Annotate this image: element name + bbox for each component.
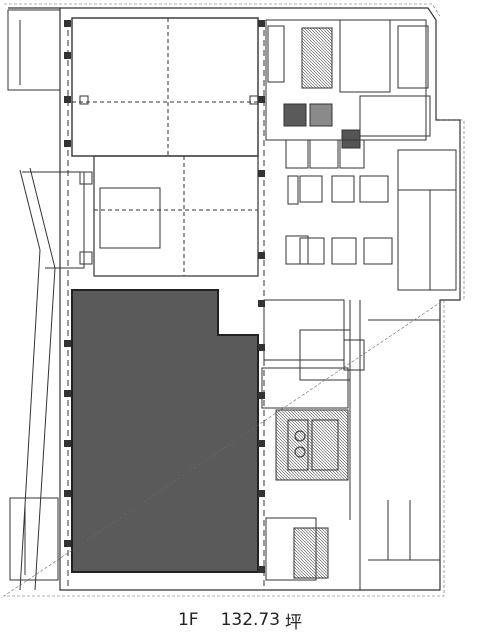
floor-area-caption: 1F 132.73 坪 <box>0 600 480 640</box>
dark-shaft-1 <box>283 103 307 127</box>
floor-plan-drawing <box>3 3 465 597</box>
floor-label: 1F <box>177 610 199 630</box>
dark-shaft-2 <box>309 103 333 127</box>
left-ramp <box>19 169 41 591</box>
left-annex-bottom <box>9 497 59 581</box>
tenant-area-hatched <box>71 289 259 573</box>
area-unit: 坪 <box>285 612 303 633</box>
upper-hall <box>71 17 259 157</box>
left-annex-top <box>7 9 61 91</box>
area-value: 132.73 <box>220 610 281 630</box>
middle-hall <box>93 155 259 277</box>
outer-wall <box>8 7 461 591</box>
